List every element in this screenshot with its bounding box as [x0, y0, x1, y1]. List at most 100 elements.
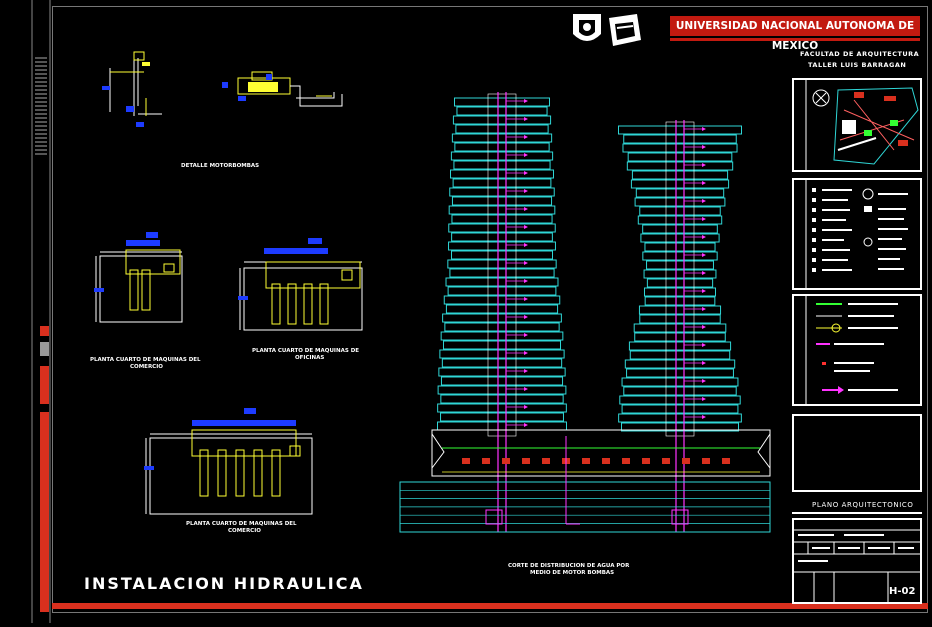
tower-right-floor — [646, 260, 714, 270]
tower-left-arrow — [524, 333, 528, 337]
tower-left-floor — [452, 115, 552, 125]
tower-left-arrow — [524, 171, 528, 175]
tower-right-floor — [622, 143, 738, 153]
tower-left-floor — [443, 295, 561, 305]
left-toolbar-strip — [0, 0, 52, 623]
sheet-code: H-02 — [889, 586, 916, 597]
tower-left-arrow — [524, 315, 528, 319]
machine-room-plan-commerce-2 — [144, 408, 313, 515]
tower-right-arrow — [702, 289, 706, 293]
tower-left-arrow — [524, 117, 528, 121]
tower-right-floor — [621, 377, 739, 387]
tower-left-arrow — [524, 189, 528, 193]
faculty-label: FACULTAD DE ARQUITECTURA — [800, 50, 920, 58]
tower-right-arrow — [702, 361, 706, 365]
strip-ticks — [35, 57, 47, 155]
tower-left-floor — [440, 412, 564, 422]
tower-left-floor — [445, 304, 559, 314]
university-underline — [670, 38, 920, 41]
tower-left-floor — [454, 97, 550, 107]
tower-left-floor — [440, 376, 564, 386]
tower-right-floor — [638, 305, 722, 315]
tower-right-floor — [624, 359, 736, 369]
tower-right-floor — [619, 395, 741, 405]
podium-fixture — [722, 458, 730, 464]
podium-fixture — [482, 458, 490, 464]
tower-left-floor — [447, 259, 557, 269]
left-strip-graphic — [31, 0, 51, 623]
tower-left-floor — [439, 349, 565, 359]
tower-left-floor — [437, 421, 567, 431]
cistern-left — [485, 509, 503, 525]
tower-right-arrow — [702, 127, 706, 131]
tower-right-arrow — [702, 163, 706, 167]
podium-fixture — [682, 458, 690, 464]
tower-left-floor — [438, 367, 566, 377]
label-commerce-plan-1-line2: COMERCIO — [130, 364, 163, 370]
tower-right-floor — [633, 323, 727, 333]
label-motorbomba-detail: DETALLE MOTORBOMBAS — [181, 163, 260, 169]
tower-left-floor — [450, 169, 554, 179]
sheet-border — [52, 6, 928, 613]
podium-fixture — [542, 458, 550, 464]
tower-right-arrow — [702, 271, 706, 275]
tower-right-floor — [621, 404, 739, 414]
tower-right-floor — [631, 170, 729, 180]
tower-left-floor — [454, 142, 550, 152]
tower-right-arrow — [702, 235, 706, 239]
bottom-red-bar — [52, 603, 928, 609]
tower-left-arrow — [524, 225, 528, 229]
tower-right-floor — [635, 188, 725, 198]
podium-fixture — [502, 458, 510, 464]
university-title: UNIVERSIDAD NACIONAL AUTONOMA DE MEXICO — [670, 16, 920, 52]
tower-right-floor — [646, 278, 714, 288]
label-section-line2: MEDIO DE MOTOR BOMBAS — [530, 570, 615, 576]
tower-left-floor — [451, 196, 553, 206]
tower-right-arrow — [702, 253, 706, 257]
tower-right-floor — [629, 350, 731, 360]
podium-left-edge — [431, 433, 445, 469]
tower-right-floor — [643, 287, 717, 297]
tower-left-floor — [445, 277, 559, 287]
podium-fixture — [662, 458, 670, 464]
tower-left-arrow — [524, 423, 528, 427]
tower-left-arrow — [524, 387, 528, 391]
unam-shield-icon — [573, 14, 601, 41]
tower-left-floor — [456, 106, 548, 116]
tower-left-floor — [442, 313, 562, 323]
tower-right-arrow — [702, 343, 706, 347]
drawing-canvas — [94, 51, 771, 533]
tower-left-floor — [449, 187, 555, 197]
tower-left-arrow — [524, 153, 528, 157]
tower-left-floor — [440, 331, 564, 341]
tower-left-core — [487, 93, 517, 437]
tower-left-floor — [455, 124, 549, 134]
signature-grid — [794, 529, 920, 602]
university-logos — [573, 14, 641, 46]
podium-fixture — [462, 458, 470, 464]
tower-left-arrow — [524, 99, 528, 103]
legend-symbols — [805, 180, 908, 288]
tower-left-arrow — [524, 297, 528, 301]
tower-right-floor — [623, 134, 737, 144]
tower-left-floor — [442, 340, 562, 350]
label-commerce-plan-2-line1: PLANTA CUARTO DE MAQUINAS DEL — [186, 521, 297, 527]
tower-right-floor — [628, 341, 732, 351]
podium-fixture — [582, 458, 590, 464]
podium-fixture — [702, 458, 710, 464]
podium-fixture — [642, 458, 650, 464]
tower-right-arrow — [702, 325, 706, 329]
tower-right-floor — [626, 368, 734, 378]
location-map — [805, 80, 919, 170]
tower-left-floor — [444, 322, 560, 332]
legend-lines — [805, 296, 898, 404]
tower-left-floor — [451, 232, 553, 242]
tower-right-floor — [639, 314, 721, 324]
podium-fixture — [602, 458, 610, 464]
plan-type-rule — [792, 512, 922, 514]
notes-panel — [792, 414, 922, 492]
tower-left-floor — [447, 286, 557, 296]
tower-right-arrow — [702, 397, 706, 401]
water-distribution-section — [399, 92, 771, 533]
tower-right-floor — [639, 206, 721, 216]
